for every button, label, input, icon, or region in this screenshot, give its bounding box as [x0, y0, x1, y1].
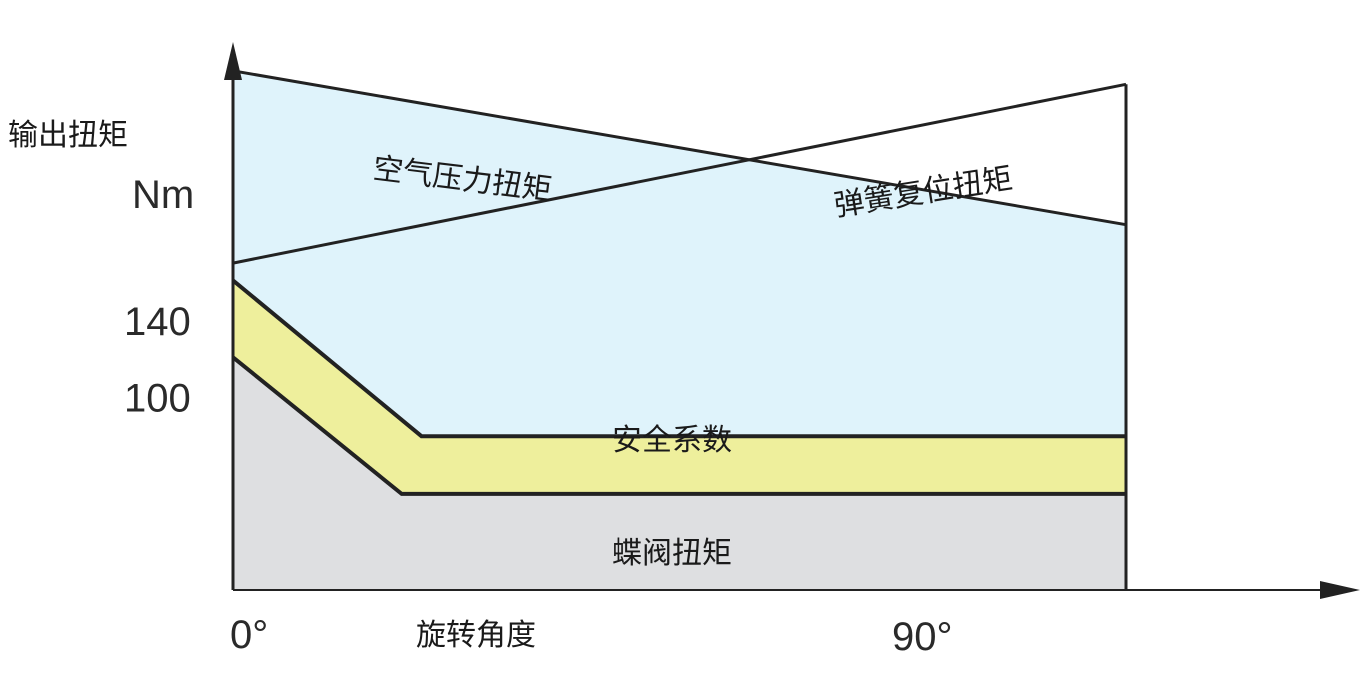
valve-torque-line: [231, 355, 1126, 496]
y-axis-label: 输出扭矩: [8, 118, 128, 153]
valve-torque-label: 蝶阀扭矩: [612, 536, 732, 571]
x-tick-label: 90°: [892, 615, 953, 659]
y-tick-label: 100: [124, 377, 191, 421]
valve-torque-area: [233, 357, 1126, 590]
air-pressure-torque-line: [232, 69, 1127, 227]
safety-factor-line: [231, 278, 1126, 439]
y-unit-label: Nm: [132, 173, 194, 217]
x-tick-label: 0°: [230, 613, 268, 657]
safety-factor-label: 安全系数: [612, 423, 732, 458]
spring-return-torque-line: [232, 82, 1127, 265]
y-axis-arrow-icon: [224, 42, 242, 80]
safety-factor-band: [233, 280, 1126, 494]
x-axis-arrow-icon: [1320, 581, 1360, 599]
y-tick-label: 140: [124, 300, 191, 344]
air-pressure-area: [233, 70, 1126, 437]
x-axis-label: 旋转角度: [416, 618, 536, 653]
